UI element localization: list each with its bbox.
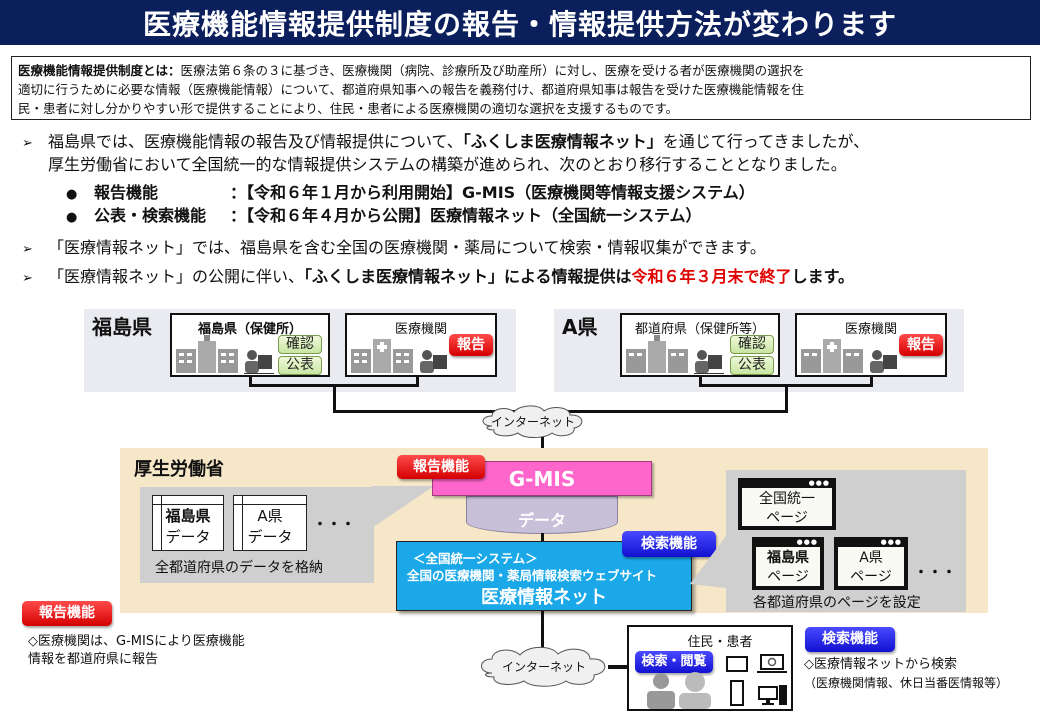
fukushima-net-name: 「ふくしま医療情報ネット」: [462, 132, 663, 151]
devices-icon: [726, 654, 787, 706]
mhlw-label: 厚生労働省: [134, 459, 224, 480]
definition-line-3: 民・患者に対し分かりやすい形で提供することにより、住民・患者による医療機関の適切…: [18, 101, 679, 116]
definition-box: 医療機能情報提供制度とは：医療法第６条の３に基づき、医療機関（病院、診療所及び助…: [11, 56, 1031, 120]
dot-bullet-icon: ●: [66, 187, 78, 202]
fukushima-medical-institution-box: 医療機関 報告: [345, 313, 497, 377]
page-title: 医療機能情報提供制度の報告・情報提供方法が変わります: [142, 7, 897, 41]
government-building-icon: [626, 335, 724, 374]
report-tag: 報告: [899, 334, 943, 356]
fukushima-data-card: 福島県 データ: [152, 495, 224, 551]
hospital-icon: [351, 339, 447, 373]
pages-caption: 各都道府県のページを設定: [753, 595, 921, 611]
pref-a-health-center-box: 都道府県（保健所等） 確認 公表: [620, 313, 780, 377]
connector-line: [785, 386, 788, 413]
pref-a-label: A県: [562, 315, 598, 339]
connector-line: [249, 384, 419, 387]
ellipsis: ・・・: [914, 565, 956, 581]
pref-a-data-card: A県 データ: [233, 495, 307, 551]
dot-bullet-icon: ●: [66, 210, 78, 225]
bubble-pointer: [372, 486, 434, 528]
confirm-tag: 確認: [730, 335, 774, 354]
bubble-pointer: [690, 536, 726, 588]
cloud-icon: [482, 405, 583, 438]
report-function-tag: 報告機能: [397, 455, 485, 479]
sub-bullet-report: ●報告機能：【令和６年１月から利用開始】G-MIS（医療機関等情報支援システム）: [66, 182, 755, 206]
title-bar: 医療機能情報提供制度の報告・情報提供方法が変わります: [0, 0, 1040, 45]
hospital-icon: [801, 339, 897, 373]
fukushima-label: 福島県: [92, 315, 152, 339]
pref-a-medical-institution-box: 医療機関 報告: [795, 313, 947, 377]
cloud-icon: [481, 646, 606, 687]
government-building-icon: [176, 335, 274, 374]
residents-icon: [647, 672, 711, 709]
bullet-2: ➢「医療情報ネット」では、福島県を含む全国の医療機関・薬局について検索・情報収集…: [22, 237, 766, 261]
window-dots-icon: ●●●: [880, 538, 902, 546]
internet-cloud-top: インターネット: [478, 404, 588, 438]
national-page-card: ●●● 全国統一ページ: [738, 478, 836, 530]
data-store: データ: [466, 496, 618, 534]
confirm-tag: 確認: [278, 335, 322, 354]
bullet-3: ➢「医療情報ネット」の公開に伴い、「ふくしま医療情報ネット」による情報提供は令和…: [22, 266, 854, 290]
pref-a-page-card: ●●● A県ページ: [834, 537, 908, 590]
fukushima-page-card: ●●● 福島県ページ: [752, 537, 824, 590]
connector-line: [541, 611, 544, 651]
connector-line: [333, 386, 336, 413]
connector-line: [699, 384, 873, 387]
arrow-bullet-icon: ➢: [22, 136, 33, 151]
fukushima-health-center-box: 福島県（保健所） 確認 公表: [170, 313, 330, 377]
bullet-1-line-2: 厚生労働省において全国統一的な情報提供システムの構築が進められ、次のとおり移行す…: [48, 155, 847, 174]
definition-line-2: 適切に行うために必要な情報（医療機能情報）について、都道府県知事への報告を義務付…: [18, 82, 804, 97]
arrow-bullet-icon: ➢: [22, 242, 33, 257]
connector-line: [249, 377, 252, 385]
connector-line: [699, 377, 702, 385]
definition-term: 医療機能情報提供制度とは：: [18, 63, 181, 78]
report-tag: 報告: [449, 334, 493, 356]
connector-line: [541, 533, 544, 543]
publish-tag: 公表: [278, 356, 322, 375]
legend-report-tag: 報告機能: [22, 601, 112, 626]
legend-report-text: ◇医療機関は、G-MISにより医療機能 情報を都道府県に報告: [28, 634, 245, 667]
storage-caption: 全都道府県のデータを格納: [155, 560, 323, 576]
internet-cloud-bottom: インターネット: [476, 645, 612, 687]
residents-box: 住民・患者 検索・閲覧: [627, 625, 793, 711]
search-function-tag: 検索機能: [622, 531, 716, 557]
connector-line: [870, 377, 873, 385]
legend-search-tag: 検索機能: [805, 627, 895, 652]
browse-tag: 検索・閲覧: [635, 651, 713, 673]
end-date-highlight: 令和６年３月末で終了: [631, 267, 792, 286]
bullet-1: ➢福島県では、医療機能情報の報告及び情報提供について、「ふくしま医療情報ネット」…: [22, 131, 869, 155]
legend-search-text: ◇医療情報ネットから検索 （医療機関情報、休日当番医情報等）: [804, 657, 1009, 690]
ellipsis: ・・・: [313, 517, 355, 533]
window-dots-icon: ●●●: [796, 538, 818, 546]
publish-tag: 公表: [730, 356, 774, 375]
definition-line-1: 医療機能情報提供制度とは：医療法第６条の３に基づき、医療機関（病院、診療所及び助…: [18, 63, 805, 78]
connector-line: [608, 665, 630, 669]
arrow-bullet-icon: ➢: [22, 271, 33, 286]
window-dots-icon: ●●●: [808, 479, 830, 487]
sub-bullet-search: ●公表・検索機能：【令和６年４月から公開】医療情報ネット（全国統一システム）: [66, 205, 702, 229]
connector-line: [416, 377, 419, 385]
